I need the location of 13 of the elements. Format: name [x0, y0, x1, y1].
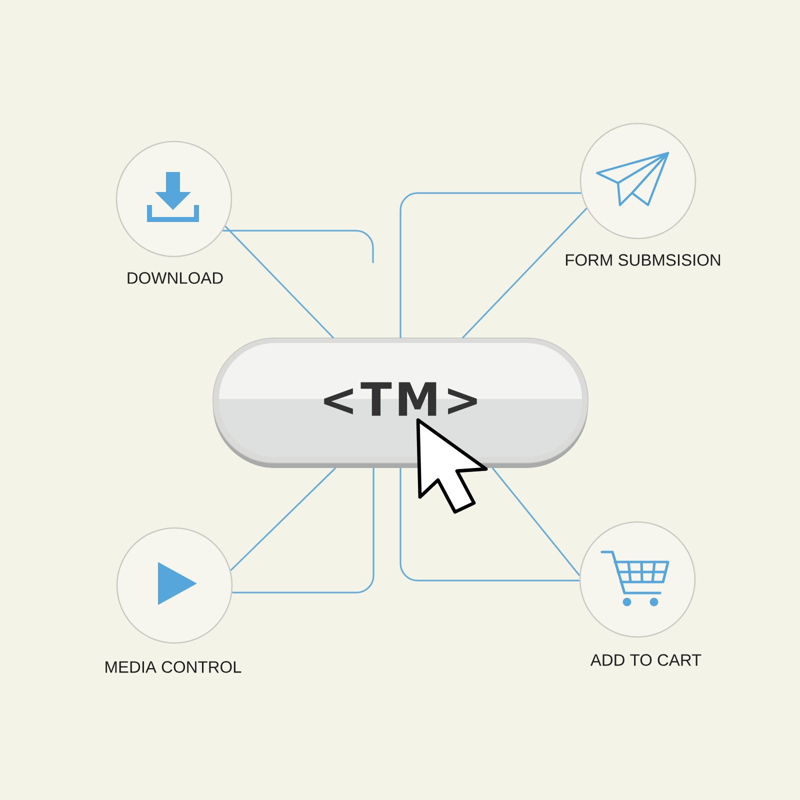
connector-line [492, 468, 580, 576]
icon-label: FORM SUBMSISION [566, 254, 720, 266]
connector-line [400, 192, 582, 338]
connector-line [222, 230, 374, 263]
connector-line [462, 208, 588, 339]
connector-line [230, 467, 336, 572]
connector-line [400, 468, 580, 582]
icon-label: ADD TO CART [590, 654, 702, 666]
pill-button: <TM> [212, 338, 588, 468]
connector-line [224, 226, 334, 339]
icon-label: MEDIA CONTROL [106, 661, 242, 673]
icon-label: DOWNLOAD [128, 272, 223, 284]
connector-line [232, 468, 374, 594]
